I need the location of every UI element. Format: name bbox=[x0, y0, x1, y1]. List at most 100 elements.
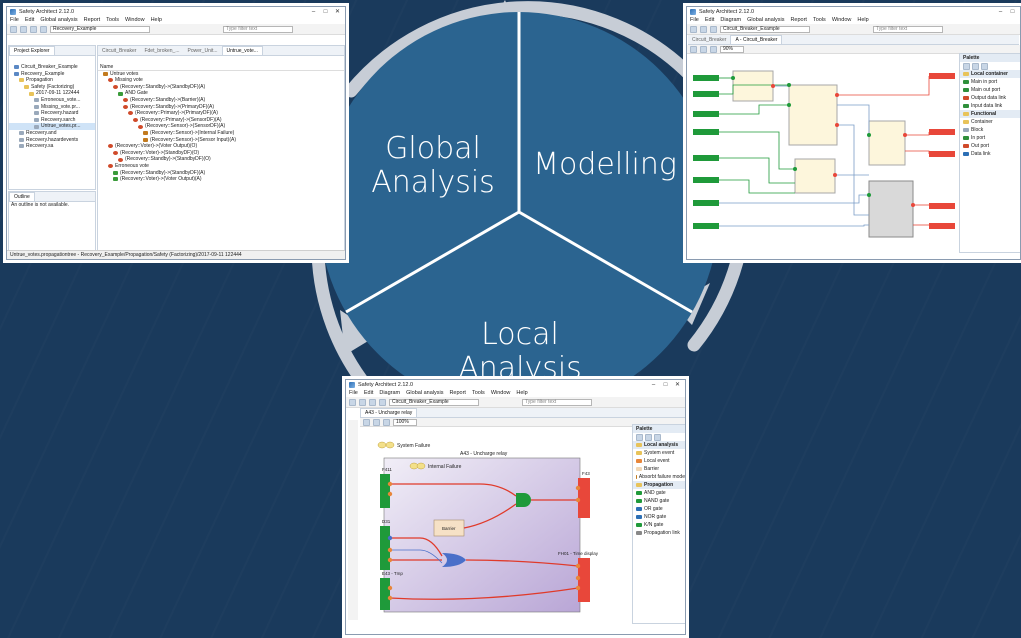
search-input[interactable]: Type filter text bbox=[873, 25, 943, 33]
tab-project-explorer[interactable]: Project Explorer bbox=[9, 46, 55, 55]
run-icon[interactable] bbox=[379, 398, 386, 406]
menu-diagram[interactable]: Diagram bbox=[720, 17, 742, 23]
palette-section[interactable]: Local container bbox=[960, 70, 1020, 78]
menu-help[interactable]: Help bbox=[516, 390, 528, 396]
palette-tool-container[interactable]: Container bbox=[960, 118, 1020, 126]
palette-tool-k-n-gate[interactable]: K/N gate bbox=[633, 521, 685, 529]
palette-section[interactable]: Local analysis bbox=[633, 441, 685, 449]
tab-a43-uncharge-relay[interactable]: A43 - Uncharge relay bbox=[360, 408, 418, 417]
explorer-item[interactable]: Recovery.sarch bbox=[9, 117, 95, 124]
zoom-in-icon[interactable] bbox=[645, 433, 652, 441]
tree-item[interactable]: (Recovery::Standby)->(StandbyDF)(A) bbox=[98, 84, 344, 91]
save-icon[interactable] bbox=[700, 25, 707, 33]
zoom-in-icon[interactable] bbox=[972, 62, 979, 70]
project-selector[interactable]: Recovery_Example bbox=[50, 25, 150, 33]
explorer-item[interactable]: Untrue_votes.pr... bbox=[9, 123, 95, 130]
search-input[interactable]: Type filter text bbox=[223, 25, 293, 33]
menu-window[interactable]: Window bbox=[125, 17, 145, 23]
tree-item[interactable]: (Recovery::Primary)->(PrimaryDF)(A) bbox=[98, 110, 344, 117]
zoom-selector[interactable]: 100% bbox=[393, 418, 417, 426]
tree-item[interactable]: (Recovery::Sensor)->(Sensor Input)(A) bbox=[98, 137, 344, 144]
palette-section[interactable]: Functional bbox=[960, 110, 1020, 118]
menu-edit[interactable]: Edit bbox=[363, 390, 374, 396]
tab-untrue-vote[interactable]: Untrue_vote... bbox=[221, 46, 263, 55]
menu-file[interactable]: File bbox=[10, 17, 19, 23]
menu-global-analysis[interactable]: Global analysis bbox=[747, 17, 785, 23]
new-icon[interactable] bbox=[10, 25, 17, 33]
explorer-item[interactable]: Recovery.hazard bbox=[9, 110, 95, 117]
palette-section[interactable]: Propagation bbox=[633, 481, 685, 489]
tab-power-unit[interactable]: Power_Unit... bbox=[187, 48, 218, 54]
palette-tool-input-data-link[interactable]: Input data link bbox=[960, 102, 1020, 110]
tab-outline[interactable]: Outline bbox=[9, 192, 35, 201]
search-input[interactable]: Type filter text bbox=[522, 398, 592, 406]
menu-help[interactable]: Help bbox=[150, 17, 162, 23]
palette-tool-out-port[interactable]: Out port bbox=[960, 142, 1020, 150]
palette-tool-data-link[interactable]: Data link bbox=[960, 150, 1020, 158]
select-icon[interactable] bbox=[363, 418, 370, 426]
palette-tool-or-gate[interactable]: OR gate bbox=[633, 505, 685, 513]
run-icon[interactable] bbox=[710, 25, 717, 33]
menu-global-analysis[interactable]: Global analysis bbox=[406, 390, 444, 396]
minimize-icon[interactable]: – bbox=[651, 381, 656, 388]
tree-item[interactable]: (Recovery::Voter)->(StandbyDF)(O) bbox=[98, 150, 344, 157]
tree-item[interactable]: (Recovery::Standby)->(Barrier)(A) bbox=[98, 97, 344, 104]
explorer-item[interactable]: Erroneous_vote... bbox=[9, 97, 95, 104]
menu-global-analysis[interactable]: Global analysis bbox=[40, 17, 78, 23]
zoom-out-icon[interactable] bbox=[383, 418, 390, 426]
tab-a-circuit-breaker[interactable]: A - Circuit_Breaker bbox=[730, 35, 783, 44]
menu-edit[interactable]: Edit bbox=[704, 17, 715, 23]
project-selector[interactable]: Circuit_Breaker_Example bbox=[389, 398, 479, 406]
explorer-item[interactable]: Recovery.hazardevents bbox=[9, 137, 95, 144]
palette-tool-propagation-link[interactable]: Propagation link bbox=[633, 529, 685, 537]
print-icon[interactable] bbox=[30, 25, 37, 33]
tree-item[interactable]: (Recovery::Sensor)->(Internal Failure) bbox=[98, 130, 344, 137]
menu-file[interactable]: File bbox=[690, 17, 699, 23]
palette-tool-system-event[interactable]: System event bbox=[633, 449, 685, 457]
tab-circuit-breaker[interactable]: Circuit_Breaker bbox=[692, 37, 727, 43]
tree-item[interactable]: (Recovery::Standby)->(StandbyDF)(A) bbox=[98, 170, 344, 177]
tree-item[interactable]: (Recovery::Voter)->(Voter Output)(O) bbox=[98, 143, 344, 150]
tree-item[interactable]: (Recovery::Standby)->(StandbyDF)(O) bbox=[98, 156, 344, 163]
new-icon[interactable] bbox=[690, 25, 697, 33]
menu-diagram[interactable]: Diagram bbox=[379, 390, 401, 396]
tree-item[interactable]: (Recovery::Sensor)->(SensorDF)(A) bbox=[98, 123, 344, 130]
select-icon[interactable] bbox=[690, 45, 697, 53]
run-icon[interactable] bbox=[40, 25, 47, 33]
save-icon[interactable] bbox=[20, 25, 27, 33]
tree-item[interactable]: Missing vote bbox=[98, 77, 344, 84]
maximize-icon[interactable]: □ bbox=[323, 8, 328, 15]
explorer-item[interactable]: Safety (Factorizing) bbox=[9, 84, 95, 91]
minimize-icon[interactable]: – bbox=[998, 8, 1003, 15]
maximize-icon[interactable]: □ bbox=[663, 381, 668, 388]
close-icon[interactable]: ✕ bbox=[674, 382, 681, 388]
minimize-icon[interactable]: – bbox=[311, 8, 316, 15]
menu-file[interactable]: File bbox=[349, 390, 358, 396]
explorer-item[interactable]: Recovery_Example bbox=[9, 71, 95, 78]
palette-tool-main-in-port[interactable]: Main in port bbox=[960, 78, 1020, 86]
palette-tool-and-gate[interactable]: AND gate bbox=[633, 489, 685, 497]
palette-tool-nor-gate[interactable]: NOR gate bbox=[633, 513, 685, 521]
explorer-item[interactable]: Recovery.and bbox=[9, 130, 95, 137]
palette-tool-in-port[interactable]: In port bbox=[960, 134, 1020, 142]
explorer-item[interactable]: Circuit_Breaker_Example bbox=[9, 64, 95, 71]
tree-item[interactable]: Erroneous vote bbox=[98, 163, 344, 170]
tree-item[interactable]: (Recovery::Voter)->(Voter Output)(A) bbox=[98, 176, 344, 183]
menu-window[interactable]: Window bbox=[831, 17, 852, 23]
menu-report[interactable]: Report bbox=[83, 17, 101, 23]
zoom-selector[interactable]: 90% bbox=[720, 45, 744, 53]
tree-item[interactable]: (Recovery::Primary)->(SensorDF)(A) bbox=[98, 117, 344, 124]
explorer-item[interactable]: 2017-09-11 122444 bbox=[9, 90, 95, 97]
menu-window[interactable]: Window bbox=[490, 390, 511, 396]
tab-fdet-broken[interactable]: Fdet_broken_... bbox=[144, 48, 180, 54]
tree-item[interactable]: (Recovery::Standby)->(PrimaryDF)(A) bbox=[98, 104, 344, 111]
palette-tool-output-data-link[interactable]: Output data link bbox=[960, 94, 1020, 102]
tab-circuit-breaker[interactable]: Circuit_Breaker bbox=[102, 48, 137, 54]
zoom-out-icon[interactable] bbox=[654, 433, 661, 441]
palette-tool-barrier[interactable]: Barrier bbox=[633, 465, 685, 473]
explorer-item[interactable]: Missing_vote.pr... bbox=[9, 104, 95, 111]
menu-tools[interactable]: Tools bbox=[812, 17, 826, 23]
new-icon[interactable] bbox=[349, 398, 356, 406]
zoom-in-icon[interactable] bbox=[700, 45, 707, 53]
menu-report[interactable]: Report bbox=[790, 17, 807, 23]
